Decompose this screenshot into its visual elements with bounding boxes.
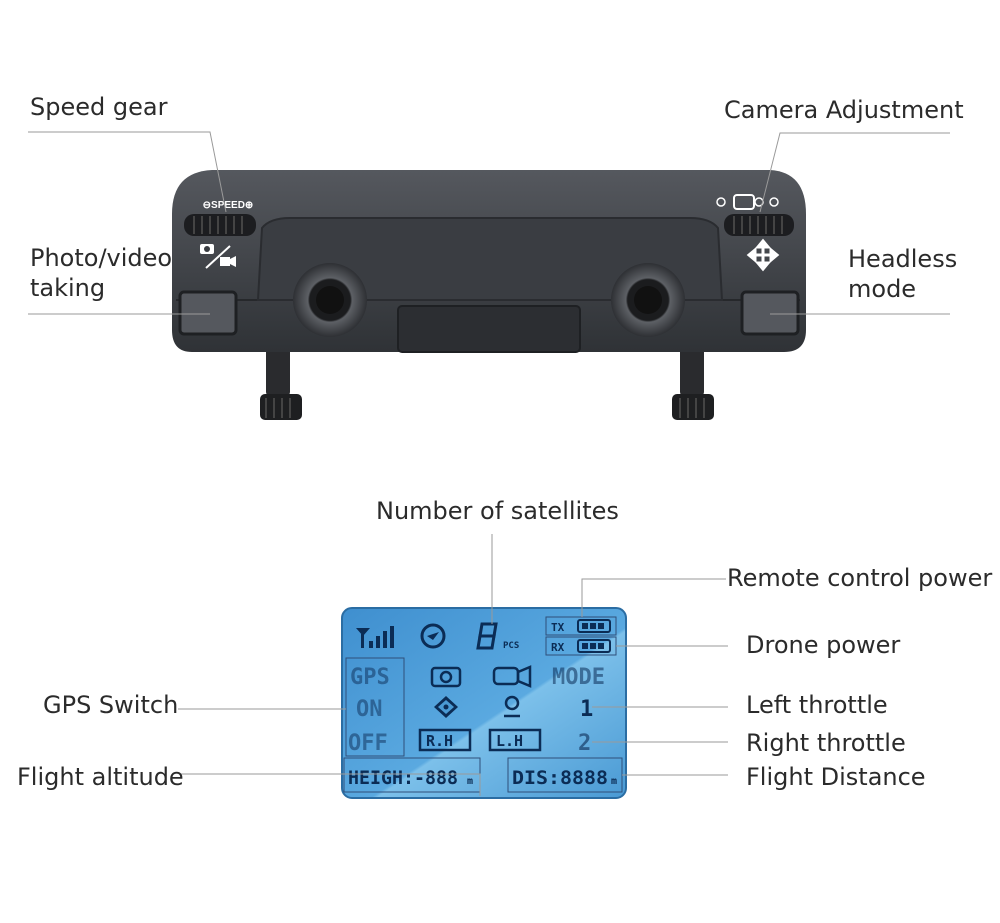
remote-controller: ⊖SPEED⊕: [172, 170, 806, 420]
label-speed-gear: Speed gear: [30, 93, 168, 121]
label-remote-power: Remote control power: [727, 564, 993, 592]
controller-handle: [397, 305, 581, 353]
lcd-calibrate-icon: [434, 696, 458, 718]
lcd-dis: DIS:8888: [512, 767, 608, 789]
left-antenna: [260, 348, 302, 420]
rh-box: [418, 728, 472, 752]
lcd-gps: GPS: [350, 665, 390, 690]
leader-remote-power: [581, 578, 726, 617]
label-flight-distance: Flight Distance: [746, 763, 926, 791]
lcd-on: ON: [356, 697, 383, 722]
satellite-digit-icon: [476, 622, 498, 650]
lcd-heigh: HEIGH:-888: [348, 767, 458, 789]
signal-icon: [356, 626, 394, 648]
leader-lines: [28, 131, 950, 796]
lcd-lh: L.H: [496, 732, 523, 750]
compass-icon: [420, 623, 446, 649]
lcd-home-icon: [504, 695, 520, 718]
label-photo-video-line1: Photo/video: [30, 244, 173, 272]
label-left-throttle: Left throttle: [746, 691, 888, 719]
lcd-camera-icon: [430, 666, 462, 688]
right-antenna: [672, 348, 714, 420]
label-camera-adjustment: Camera Adjustment: [724, 96, 964, 124]
lcd-mode-2: 2: [578, 731, 591, 756]
leader-camera-adjustment: [759, 132, 950, 213]
label-right-throttle: Right throttle: [746, 729, 906, 757]
lcd-heigh-unit: m: [467, 776, 473, 787]
lcd-pcs: PCS: [503, 641, 519, 651]
speed-gear-wheel-icon: [184, 214, 256, 236]
label-headless-line2: mode: [848, 275, 917, 303]
rx-battery-icon: [577, 639, 611, 653]
speed-text: ⊖SPEED⊕: [203, 200, 254, 211]
tx-battery-icon: [577, 619, 611, 633]
camera-adjust-wheel-icon: [724, 214, 794, 236]
label-satellites: Number of satellites: [376, 497, 619, 525]
lcd-rh: R.H: [426, 732, 453, 750]
lcd-mode-1: 1: [580, 697, 593, 722]
move-arrows-icon: [746, 238, 780, 272]
photo-video-button[interactable]: [178, 290, 238, 336]
lcd-off: OFF: [348, 731, 388, 756]
label-photo-video-line2: taking: [30, 274, 106, 302]
lh-box: [488, 728, 542, 752]
label-drone-power: Drone power: [746, 631, 901, 659]
gps-box: [345, 657, 405, 757]
photo-video-icon: [200, 244, 236, 269]
label-gps-switch: GPS Switch: [43, 691, 179, 719]
lcd-video-icon: [492, 665, 532, 688]
tx-box: [545, 616, 617, 636]
lcd-mode: MODE: [552, 665, 605, 690]
lcd-screen: PCS TX RX GPS ON OFF MODE: [341, 607, 627, 799]
lcd-tx: TX: [551, 621, 565, 634]
lcd-rx: RX: [551, 641, 565, 654]
leader-flight-altitude: [180, 773, 481, 796]
label-flight-altitude: Flight altitude: [17, 763, 184, 791]
lcd-dis-unit: m: [611, 776, 617, 787]
leader-speed-gear: [28, 131, 227, 213]
headless-mode-button[interactable]: [740, 290, 800, 336]
label-headless-line1: Headless: [848, 245, 958, 273]
